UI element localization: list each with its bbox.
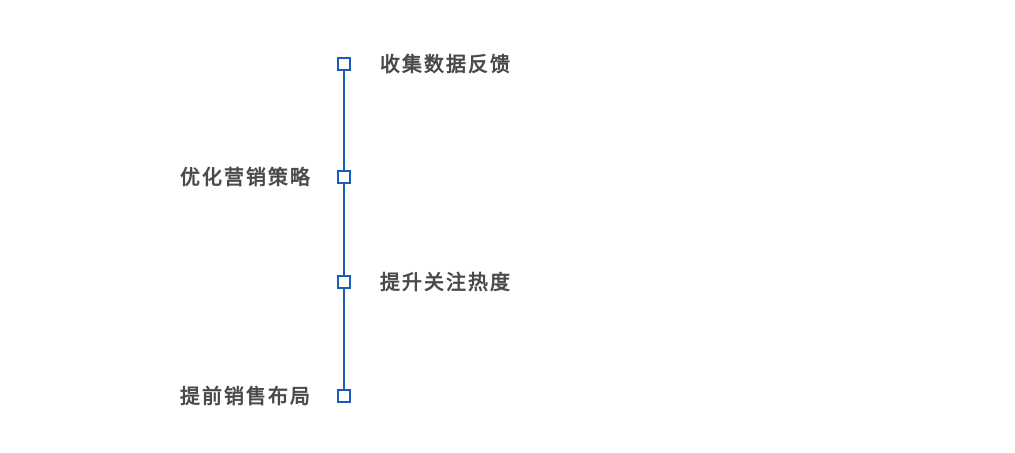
timeline-node-4: [337, 389, 351, 403]
timeline-label-advance-sales-layout: 提前销售布局: [180, 384, 312, 408]
timeline-line: [343, 64, 345, 396]
timeline-node-2: [337, 170, 351, 184]
timeline-label-raise-attention: 提升关注热度: [380, 270, 512, 294]
timeline-label-optimize-marketing: 优化营销策略: [180, 165, 312, 189]
timeline-label-collect-feedback: 收集数据反馈: [380, 52, 512, 76]
timeline-node-1: [337, 57, 351, 71]
timeline-node-3: [337, 275, 351, 289]
